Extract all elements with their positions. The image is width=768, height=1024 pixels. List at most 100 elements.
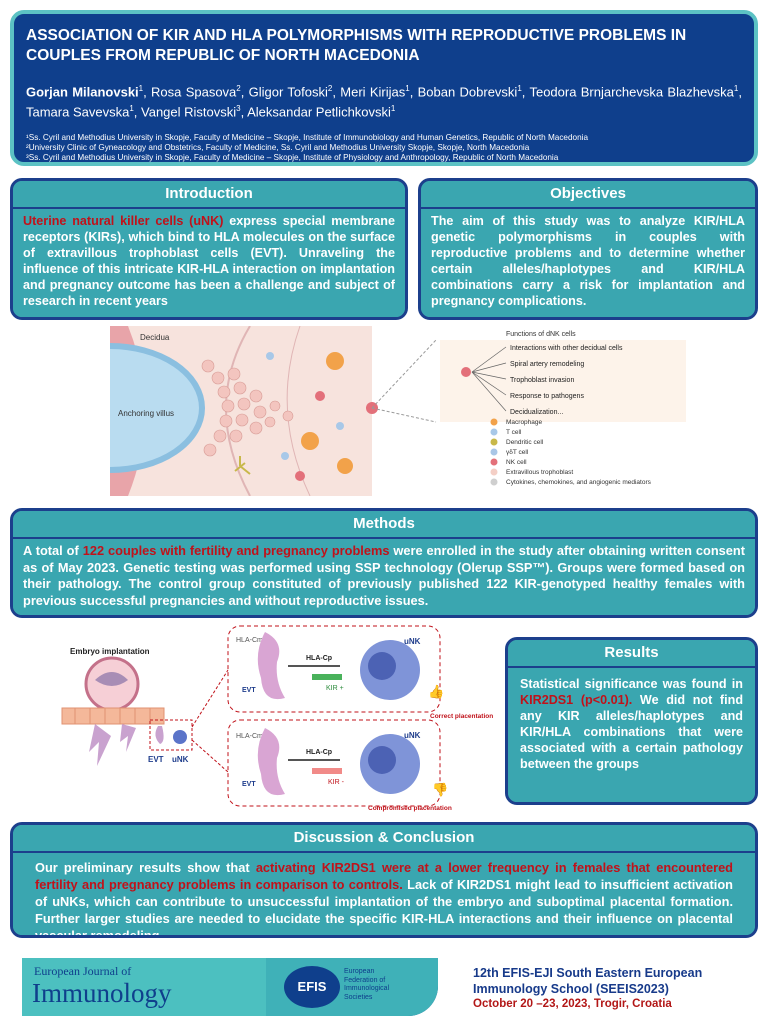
journal-big-text: Immunology xyxy=(32,978,172,1008)
author-name: Rosa Spasova xyxy=(151,84,237,100)
author-name: Boban Dobrevski xyxy=(417,84,518,100)
dnk-function-item: Decidualization... xyxy=(510,409,563,416)
legend-swatch xyxy=(490,468,498,476)
author-affiliation-mark: 2 xyxy=(236,84,241,93)
author-name: Aleksandar Petlichkovski xyxy=(247,104,391,120)
fig2-evt-bottom: EVT xyxy=(242,781,256,788)
results-post: We did not find any KIR alleles/haplotyp… xyxy=(520,693,744,771)
discussion-highlight: activating KIR2DS1 were at a lower frequ… xyxy=(35,860,733,892)
author-affiliation-mark: 3 xyxy=(236,104,241,114)
efis-line-2: Federation of xyxy=(344,976,386,984)
results-highlight: KIR2DS1 (p<0.01). xyxy=(520,693,633,707)
objectives-panel: Objectives The aim of this study was to … xyxy=(418,178,758,320)
poster-header: ASSOCIATION OF KIR AND HLA POLYMORPHISMS… xyxy=(10,10,758,166)
discussion-post: Lack of KIR2DS1 might lead to insufficie… xyxy=(35,877,733,938)
methods-heading: Methods xyxy=(13,511,755,537)
discussion-heading: Discussion & Conclusion xyxy=(13,825,755,851)
author-affiliation-mark: 1 xyxy=(129,104,134,114)
author-name: Vangel Ristovski xyxy=(141,104,237,120)
results-heading: Results xyxy=(508,640,755,666)
event-info: 12th EFIS-EJI South Eastern European Imm… xyxy=(473,965,763,1012)
compromised-placentation: Compromised placentation xyxy=(368,805,452,812)
fig2-unk-top: uNK xyxy=(404,637,421,646)
author-list: Gorjan Milanovski1, Rosa Spasova2, Gligo… xyxy=(26,84,742,120)
author-affiliation-mark: 2 xyxy=(327,84,333,93)
introduction-panel: Introduction Uterine natural killer cell… xyxy=(10,178,408,320)
discussion-panel: Discussion & Conclusion Our preliminary … xyxy=(10,822,758,938)
dnk-function-item: Response to pathogens xyxy=(510,393,584,400)
author-name: Gorjan Milanovski xyxy=(26,84,139,100)
efis-line-1: European xyxy=(344,968,375,975)
author-affiliation-mark: 1 xyxy=(733,84,739,93)
placentation-svg: Embryo implantation EVT uNK HLA-Cm EVT H… xyxy=(61,625,493,812)
fig2-hla-cm-bottom: HLA-Cm xyxy=(236,733,263,740)
poster-title: ASSOCIATION OF KIR AND HLA POLYMORPHISMS… xyxy=(26,27,687,64)
function-arrow xyxy=(471,371,507,412)
fig2-hla-cm-top: HLA-Cm xyxy=(236,637,263,644)
dnk-function-item: Interactions with other decidual cells xyxy=(510,345,623,352)
fig2-unk-bottom: uNK xyxy=(404,731,421,740)
legend-swatch xyxy=(490,458,498,466)
author-affiliation-mark: 1 xyxy=(405,84,410,93)
author-name: Teodora Brnjarchevska Blazhevska xyxy=(529,84,734,100)
dnk-function-item: Trophoblast invasion xyxy=(510,377,574,384)
legend-label: Macrophage xyxy=(506,419,543,426)
legend-swatch xyxy=(490,448,498,456)
function-arrow xyxy=(471,362,507,373)
dnk-functions-title: Functions of dNK cells xyxy=(506,331,576,338)
author-affiliation-mark: 1 xyxy=(138,84,144,93)
introduction-highlight: Uterine natural killer cells (uNK) xyxy=(23,214,224,228)
legend-label: γδT cell xyxy=(506,449,529,456)
introduction-body: Uterine natural killer cells (uNK) expre… xyxy=(13,207,405,317)
legend-swatch xyxy=(490,418,498,426)
fig2-kir-plus: KIR + xyxy=(326,685,344,692)
affiliation-1: ¹Ss. Cyril and Methodius University in S… xyxy=(26,132,589,142)
author-name: Tamara Savevska xyxy=(26,104,130,120)
placentation-figure: Embryo implantation EVT uNK HLA-Cm EVT H… xyxy=(50,622,500,814)
efis-full-name: European Federation of Immunological Soc… xyxy=(344,968,389,1002)
correct-placentation: Correct placentation xyxy=(430,713,493,720)
dnk-functions-figure: Decidua Anchoring villus Functions of dN… xyxy=(15,325,688,497)
event-line-2: Immunology School (SEEIS2023) xyxy=(473,982,669,996)
dnk-figure-svg: Decidua Anchoring villus Functions of dN… xyxy=(15,325,686,497)
legend-swatch xyxy=(490,428,498,436)
results-body: Statistical significance was found in KI… xyxy=(508,666,755,802)
methods-body: A total of 122 couples with fertility an… xyxy=(13,537,755,615)
fig2-evt-top: EVT xyxy=(242,687,256,694)
dnk-function-item: Spiral artery remodeling xyxy=(510,361,584,368)
methods-highlight: 122 couples with fertility and pregnancy… xyxy=(82,543,390,558)
efis-line-4: Societies xyxy=(344,993,373,1001)
methods-pre: A total of xyxy=(23,543,83,558)
legend-label: T cell xyxy=(506,429,522,436)
results-pre: Statistical significance was found in xyxy=(520,677,743,691)
discussion-body: Our preliminary results show that activa… xyxy=(13,851,755,938)
introduction-heading: Introduction xyxy=(13,181,405,207)
author-affiliation-mark: 1 xyxy=(517,84,522,93)
introduction-text: express special membrane receptors (KIRs… xyxy=(23,214,396,308)
legend-label: NK cell xyxy=(506,459,527,466)
fig2-kir-minus: KIR - xyxy=(328,779,345,786)
author-affiliation-mark: 1 xyxy=(390,104,396,114)
function-arrow xyxy=(471,371,507,380)
legend-label: Dendritic cell xyxy=(506,439,544,446)
decidua-label: Decidua xyxy=(140,333,170,342)
methods-post: were enrolled in the study after obtaini… xyxy=(23,543,745,608)
eji-logo-bg xyxy=(22,958,266,1016)
objectives-body: The aim of this study was to analyze KIR… xyxy=(421,207,755,317)
methods-panel: Methods A total of 122 couples with fert… xyxy=(10,508,758,618)
function-arrow xyxy=(471,371,507,396)
legend-swatch xyxy=(490,478,498,486)
function-arrow xyxy=(471,346,507,373)
legend-label: Extravillous trophoblast xyxy=(506,469,573,476)
fig2-evt-small: EVT xyxy=(148,755,164,764)
journal-small-text: European Journal of xyxy=(34,964,132,978)
affiliation-3: ³Ss. Cyril and Methodius University in S… xyxy=(26,152,559,162)
results-panel: Results Statistical significance was fou… xyxy=(505,637,758,805)
fig2-hla-cp-top: HLA-Cp xyxy=(306,655,332,662)
discussion-pre: Our preliminary results show that xyxy=(35,860,256,875)
event-line-3: October 20 –23, 2023, Trogir, Croatia xyxy=(473,998,672,1010)
embryo-title: Embryo implantation xyxy=(70,647,150,656)
fig2-unk-small: uNK xyxy=(172,755,189,764)
author-name: Gligor Tofoski xyxy=(248,84,328,100)
anchoring-villus-label: Anchoring villus xyxy=(118,409,174,418)
